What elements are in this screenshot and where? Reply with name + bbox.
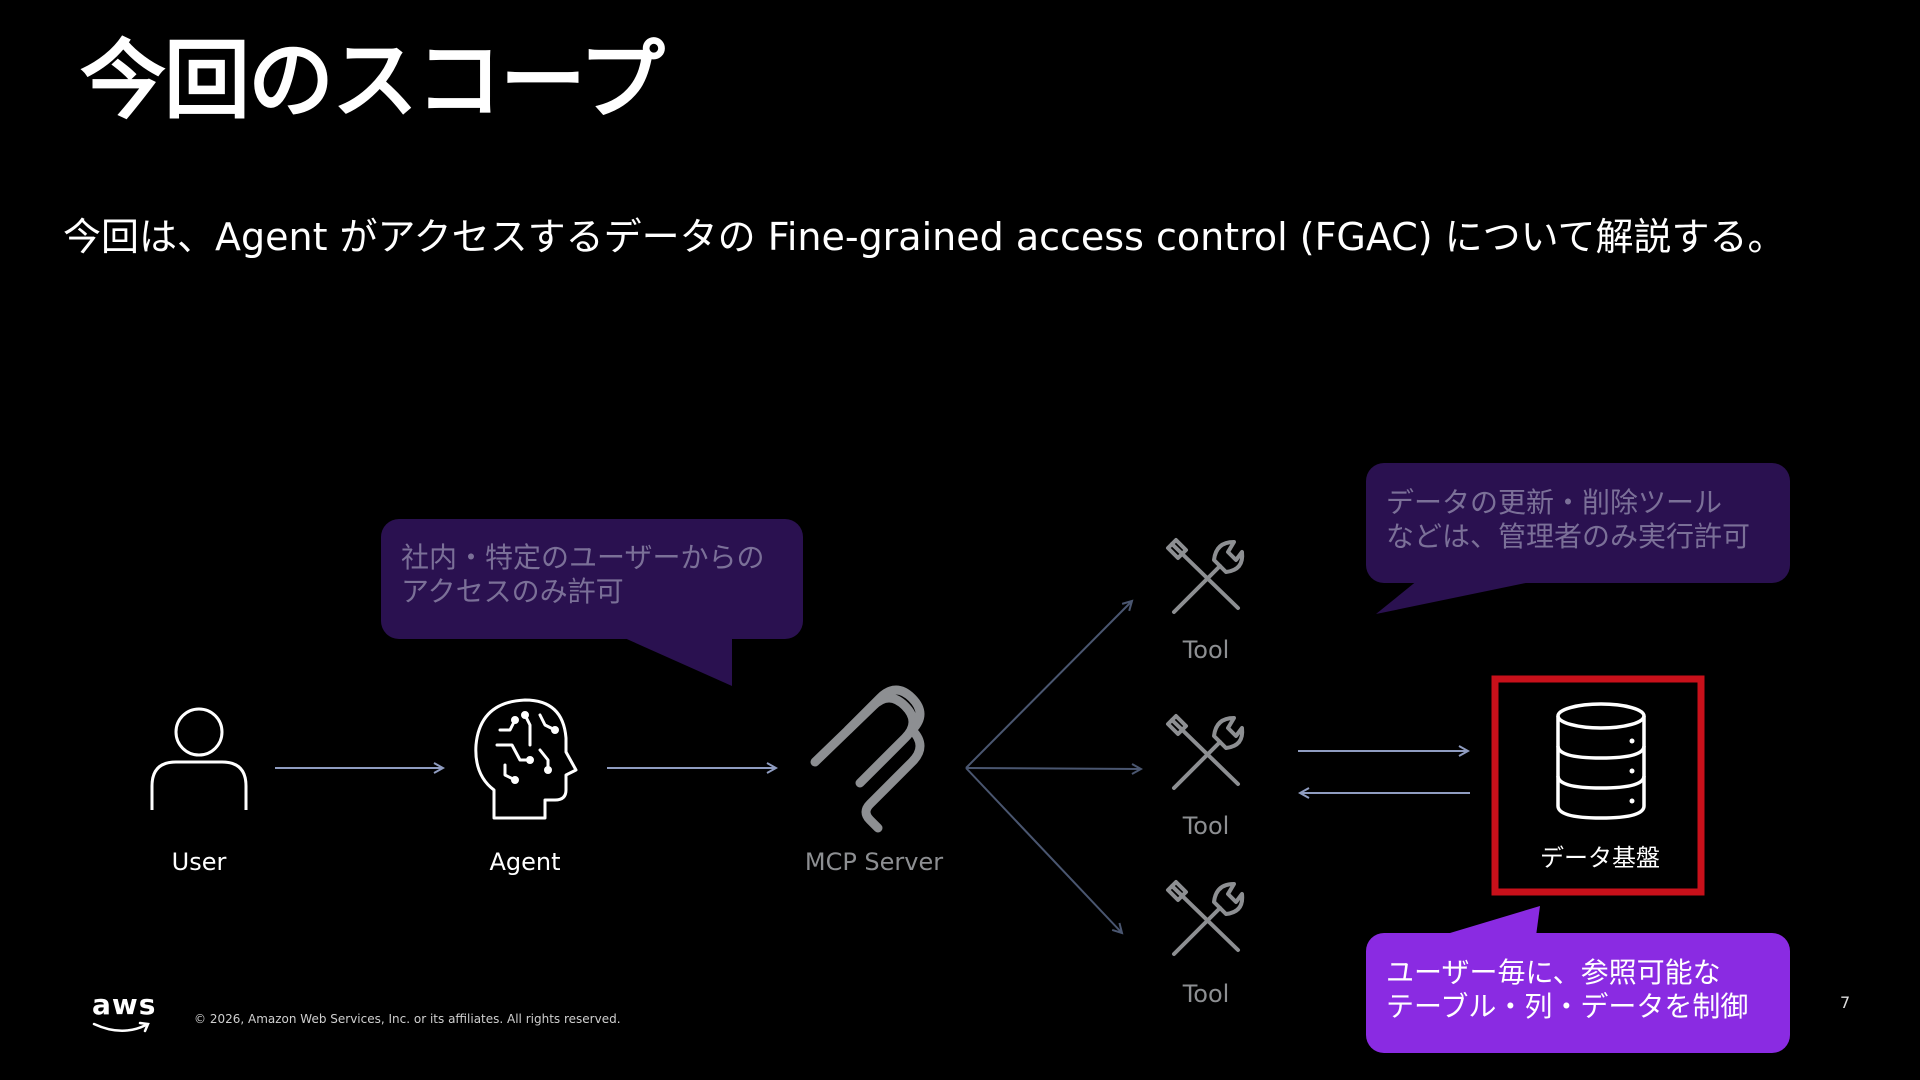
aws-logo: aws	[92, 990, 156, 1036]
tool-icon-2	[1166, 714, 1245, 790]
tool-label-2: Tool	[1182, 812, 1230, 840]
user-icon	[150, 707, 248, 810]
callout-agent-access-text: 社内・特定のユーザーからの アクセスのみ許可	[401, 541, 765, 608]
callout-tool-permission-bubble	[1366, 463, 1790, 614]
callout-data-control-text: ユーザー毎に、参照可能な テーブル・列・データを制御	[1386, 956, 1749, 1023]
mcp-server-icon	[810, 685, 925, 833]
datastore-highlight-box	[1491, 675, 1705, 896]
page-number: 7	[1840, 993, 1851, 1012]
tool-icon-1	[1166, 538, 1245, 614]
tool-label-1: Tool	[1182, 636, 1230, 664]
arrow-mcp-to-tool-1	[965, 601, 1132, 769]
agent-label: Agent	[489, 848, 561, 876]
datastore-label: データ基盤	[1540, 844, 1660, 872]
mcp-server-label: MCP Server	[804, 848, 944, 876]
slide-title: 今回のスコープ	[80, 31, 665, 131]
callout-tool-permission-text: データの更新・削除ツール などは、管理者のみ実行許可	[1386, 486, 1751, 553]
copyright-notice: © 2026, Amazon Web Services, Inc. or its…	[194, 1012, 621, 1026]
callout-data-control-bubble	[1366, 906, 1790, 1053]
agent-brain-icon	[474, 698, 578, 820]
arrow-mcp-to-tool-3	[965, 767, 1122, 933]
user-label: User	[171, 848, 227, 876]
arrow-mcp-to-tool-2	[965, 768, 1141, 769]
database-icon	[1556, 702, 1646, 820]
aws-logo-text: aws	[92, 988, 157, 1021]
aws-smile-icon	[92, 1021, 150, 1033]
tool-icon-3	[1166, 880, 1245, 956]
slide-subtitle: 今回は、Agent がアクセスするデータの Fine-grained acces…	[63, 215, 1786, 259]
callout-agent-access-bubble	[381, 519, 803, 686]
tool-label-3: Tool	[1182, 980, 1230, 1008]
